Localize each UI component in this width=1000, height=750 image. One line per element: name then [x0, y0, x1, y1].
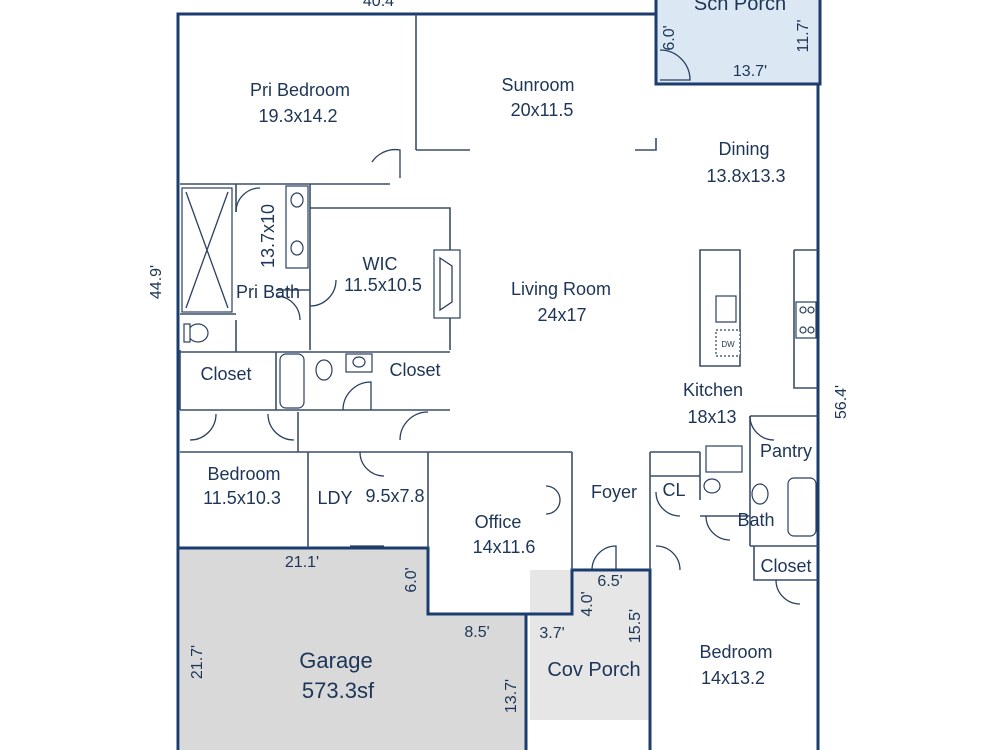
screen-porch-fill: [656, 0, 820, 84]
room-size-laundry: 9.5x7.8: [365, 486, 424, 506]
room-name-cl: CL: [662, 480, 685, 500]
room-name-cov-porch: Cov Porch: [547, 659, 640, 681]
room-name-office: Office: [475, 512, 522, 532]
door-arc: [359, 451, 385, 477]
room-name-closet-left: Closet: [200, 364, 251, 384]
room-name-foyer: Foyer: [591, 482, 637, 502]
door-arc: [655, 545, 681, 571]
dishwasher-label: DW: [721, 340, 735, 349]
room-size-pri-bath: 13.7x10: [258, 204, 278, 268]
room-name-pantry: Pantry: [760, 441, 812, 461]
sink: [290, 240, 304, 256]
door-arc: [775, 579, 801, 605]
dim-garage-notch: 6.0': [403, 567, 420, 592]
door-arc: [591, 545, 617, 571]
room-name-laundry: LDY: [317, 488, 352, 508]
dim-sch-porch-width: 13.7': [733, 63, 767, 80]
room-name-living-room: Living Room: [511, 279, 611, 299]
door-arc: [659, 49, 691, 81]
dim-left-overall: 44.9': [148, 265, 165, 299]
room-name-bedroom-right: Bedroom: [699, 642, 772, 662]
toilet: [315, 359, 333, 381]
burner: [807, 326, 815, 334]
room-name-pri-bedroom: Pri Bedroom: [250, 80, 350, 100]
dimension-labels: 40.4' 44.9' 56.4' 21.1' 6.0' 21.7' 13.7'…: [148, 0, 850, 713]
room-name-dining: Dining: [718, 139, 769, 159]
room-labels: Sch Porch 13.7' 11.7' 6.0' Pri Bedroom 1…: [200, 0, 812, 703]
dim-porch-left: 4.0': [579, 591, 596, 616]
room-size-bedroom-left: 11.5x10.3: [203, 488, 281, 508]
door-arc: [267, 413, 295, 441]
room-area-garage: 573.3sf: [302, 678, 375, 703]
room-size-pri-bedroom: 19.3x14.2: [258, 106, 337, 126]
area-fills: [180, 0, 820, 750]
shower-cross: [185, 191, 229, 309]
dim-sch-porch-side: 6.0': [661, 25, 678, 50]
cov-porch-fill: [530, 570, 650, 720]
tub: [787, 477, 817, 537]
dim-porch-top: 6.5': [597, 573, 622, 590]
door-swings: [189, 49, 801, 605]
toilet: [751, 483, 769, 505]
door-arc: [189, 413, 217, 441]
fireplace-inner: [439, 256, 453, 312]
room-name-pri-bath: Pri Bath: [236, 282, 300, 302]
door-arc: [309, 279, 337, 307]
dim-sch-porch-height: 11.7': [795, 19, 812, 52]
burner: [799, 306, 807, 314]
door-arc: [235, 187, 261, 213]
room-name-closet-right: Closet: [760, 556, 811, 576]
fixtures: DW: [181, 185, 817, 537]
door-arc: [371, 148, 401, 178]
tub: [279, 353, 305, 409]
garage-fill: [180, 548, 526, 750]
door-arc: [655, 491, 681, 517]
room-size-wic: 11.5x10.5: [344, 275, 422, 295]
room-size-sunroom: 20x11.5: [511, 100, 574, 120]
dim-right-overall: 56.4': [833, 385, 850, 419]
toilet: [187, 323, 209, 343]
dim-porch-right: 15.5': [627, 609, 644, 643]
room-name-bath: Bath: [737, 510, 774, 530]
room-name-sunroom: Sunroom: [501, 75, 574, 95]
door-arc: [275, 295, 301, 321]
dim-garage-top: 21.1': [285, 554, 319, 571]
room-name-kitchen: Kitchen: [683, 380, 743, 400]
dim-porch-width: 3.7': [539, 625, 564, 642]
room-name-wic: WIC: [363, 254, 398, 274]
room-name-bedroom-left: Bedroom: [207, 464, 280, 484]
burner: [799, 326, 807, 334]
sink: [705, 445, 743, 473]
room-size-dining: 13.8x13.3: [706, 166, 785, 186]
door-arc: [705, 515, 731, 541]
room-name-closet-mid: Closet: [389, 360, 440, 380]
door-arc: [399, 411, 429, 441]
door-arc: [545, 485, 561, 515]
burner: [807, 306, 815, 314]
sink: [715, 295, 737, 323]
sink: [703, 478, 721, 494]
room-size-office: 14x11.6: [473, 537, 536, 557]
room-size-kitchen: 18x13: [687, 407, 736, 427]
room-name-garage: Garage: [299, 648, 372, 673]
sink: [290, 192, 304, 208]
sink: [352, 356, 366, 368]
dishwasher: [715, 329, 741, 357]
door-arc: [749, 415, 775, 441]
fireplace: [433, 249, 461, 319]
door-arc: [342, 381, 372, 411]
dim-office-bottom: 8.5': [464, 624, 489, 641]
room-size-bedroom-right: 14x13.2: [701, 668, 765, 688]
dim-garage-right: 13.7': [503, 679, 520, 713]
room-size-living-room: 24x17: [537, 305, 586, 325]
toilet-tank: [183, 323, 191, 343]
dim-garage-left: 21.7': [189, 645, 206, 679]
dim-top-cut: 40.4': [363, 0, 397, 10]
exterior-walls: [176, 0, 822, 750]
room-name-sch-porch: Sch Porch: [694, 0, 786, 15]
